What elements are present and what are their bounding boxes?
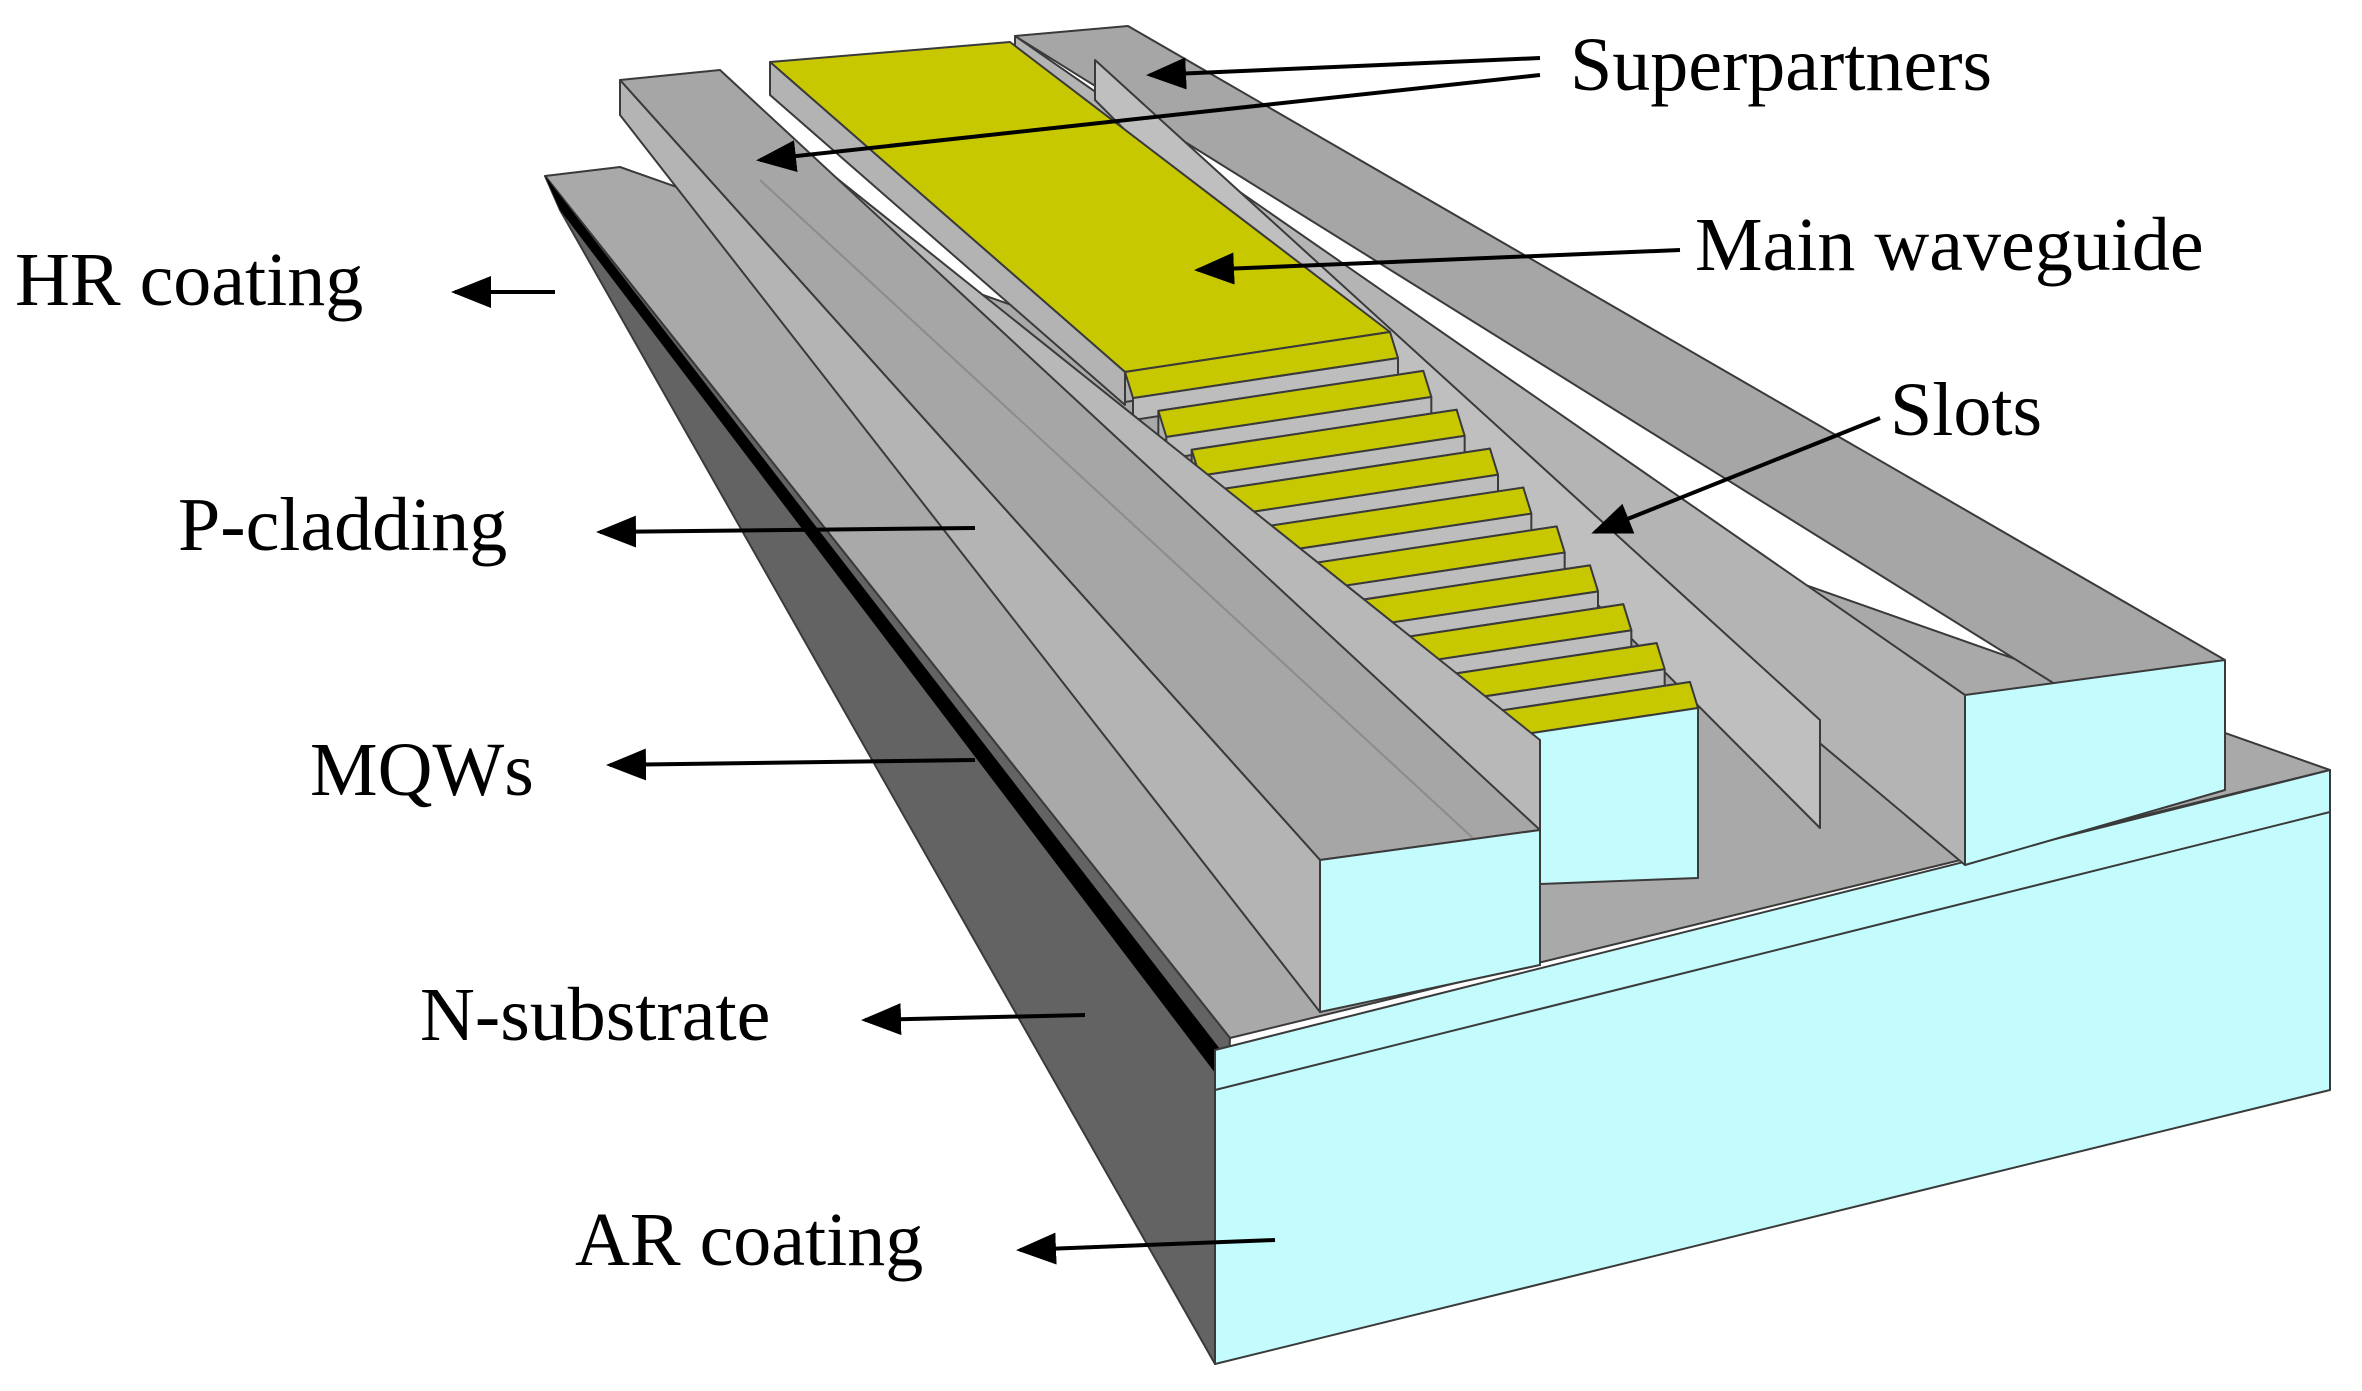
mqw-layer [545,176,1230,1090]
arrow-ar-coating [1016,1232,1276,1265]
slots-group [1124,331,1699,889]
arrow-main-waveguide [1194,248,1681,285]
labels: Superpartners Main waveguide HR coating … [15,23,2204,1282]
label-ar-coating: AR coating [575,1198,923,1282]
superpartner-left [619,69,1541,1013]
arrow-superpartner-right [1146,56,1541,90]
label-mqws: MQWs [310,728,534,812]
arrow-superpartner-left [756,73,1541,173]
arrow-n-substrate [861,1003,1086,1036]
label-slots: Slots [1890,368,2042,452]
slot-tooth-top [1157,369,1433,438]
label-main-waveguide: Main waveguide [1695,203,2204,287]
arrows [451,56,1881,1265]
label-hr-coating: HR coating [15,238,363,322]
slot-tooth-top [1124,331,1399,399]
label-superpartners: Superpartners [1570,23,1992,107]
label-p-cladding: P-cladding [178,483,507,567]
label-n-substrate: N-substrate [420,973,770,1057]
ar-coating-facet [1214,769,2331,1365]
arrow-mqws [606,748,976,781]
arrow-slots [1591,416,1881,534]
arrow-p-cladding [596,515,976,548]
